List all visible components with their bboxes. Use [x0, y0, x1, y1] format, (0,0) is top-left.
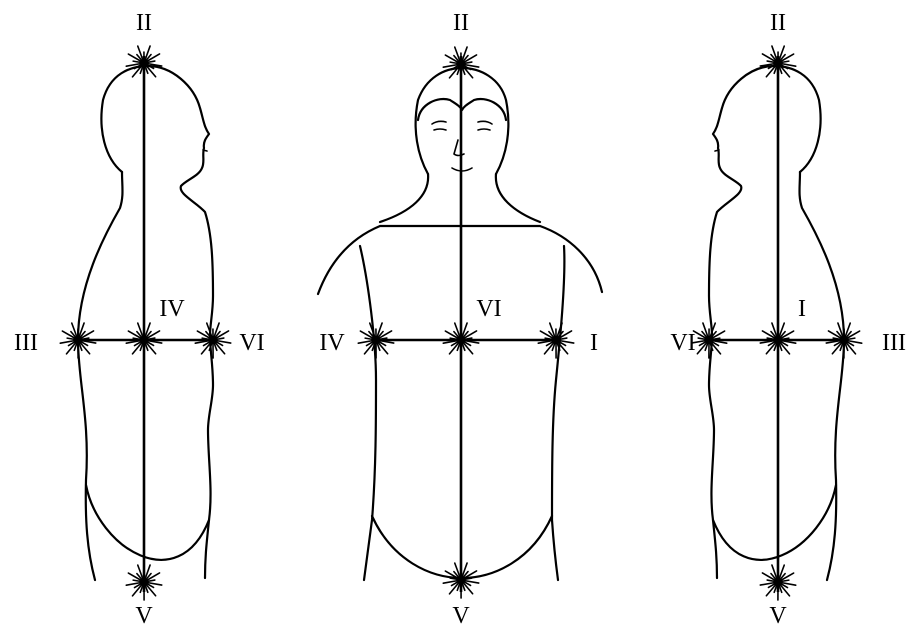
star-core: [774, 59, 782, 67]
star-core: [552, 336, 560, 344]
star-bottom-right: [760, 565, 795, 600]
star-core: [840, 336, 848, 344]
star-core: [372, 336, 380, 344]
star-bottom-front: [443, 563, 478, 598]
nose-front: [454, 140, 464, 156]
left-eyebrow-front: [432, 121, 446, 124]
star-top-front: [443, 47, 478, 82]
star-core: [140, 336, 148, 344]
right-eye-front: [478, 129, 490, 130]
label-top-left: II: [136, 10, 152, 36]
star-core: [140, 578, 148, 586]
star-core: [457, 60, 465, 68]
label-left-right: VI: [670, 330, 695, 356]
figure-left-profile: II V III VI IV: [14, 10, 265, 629]
label-bottom-front: V: [452, 603, 470, 629]
label-top-right: II: [770, 10, 786, 36]
label-right-right: III: [882, 330, 906, 356]
label-right-front: I: [590, 330, 598, 356]
star-core: [705, 336, 713, 344]
label-center-front: VI: [476, 296, 501, 322]
hip-line-left: [86, 485, 209, 560]
star-core: [74, 336, 82, 344]
label-center-left: IV: [159, 296, 185, 322]
star-top-left: [126, 46, 161, 81]
left-side-front: [360, 246, 376, 580]
star-core: [457, 336, 465, 344]
label-left-front: IV: [319, 330, 345, 356]
label-left-left: III: [14, 330, 38, 356]
star-core: [774, 336, 782, 344]
label-bottom-right: V: [769, 603, 787, 629]
mouth-left: [203, 150, 207, 151]
label-bottom-left: V: [135, 603, 153, 629]
neck-right-front: [496, 174, 540, 222]
right-eyebrow-front: [478, 121, 492, 124]
hip-line-right: [713, 485, 836, 560]
label-center-right: I: [798, 296, 806, 322]
star-core: [457, 576, 465, 584]
star-core: [209, 336, 217, 344]
profile-outline-left: [101, 66, 213, 578]
neck-left-front: [380, 174, 428, 222]
star-core: [140, 59, 148, 67]
figure-right-profile: [691, 46, 861, 600]
star-bottom-left: [126, 565, 161, 600]
left-eye-front: [434, 129, 446, 130]
star-core: [774, 578, 782, 586]
figure-front: II V IV I VI: [318, 10, 602, 629]
profile-outline-right: [709, 66, 821, 578]
right-side-front: [552, 246, 564, 580]
star-top-right: [760, 46, 795, 81]
mouth-right: [715, 150, 719, 151]
label-top-front: II: [453, 10, 469, 36]
label-right-left: VI: [239, 330, 264, 356]
